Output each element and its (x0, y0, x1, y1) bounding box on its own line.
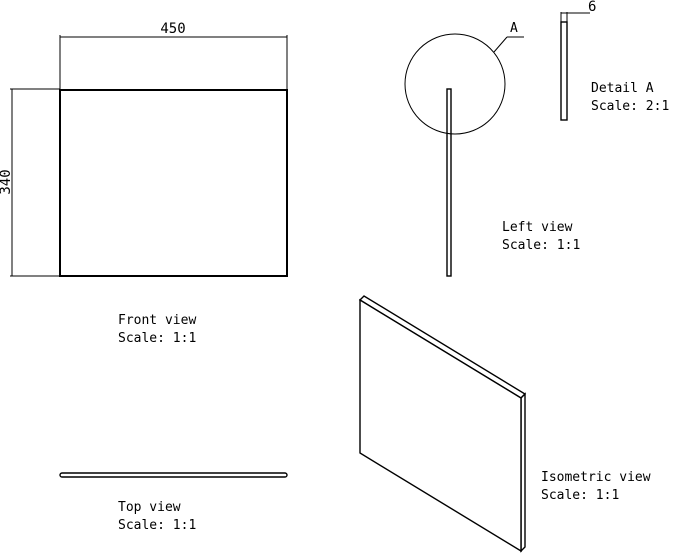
top-view: Top view Scale: 1:1 (59, 472, 288, 533)
isometric-view: Isometric view Scale: 1:1 (358, 295, 651, 553)
front-view: 450 340 Front view Scale: 1:1 (0, 21, 288, 346)
front-view-height-dimension: 340 (0, 88, 60, 277)
top-view-title: Top view (118, 500, 181, 515)
front-view-width-value: 450 (160, 21, 185, 37)
front-view-scale: Scale: 1:1 (118, 331, 196, 346)
front-view-height-value: 340 (0, 169, 14, 194)
isometric-view-title: Isometric view (541, 470, 651, 485)
left-view-plate-edge (446, 88, 452, 277)
top-view-scale: Scale: 1:1 (118, 518, 196, 533)
detail-a-thickness-value: 6 (588, 0, 596, 15)
detail-a-plate-section (560, 21, 568, 121)
isometric-front-face (359, 298, 522, 553)
detail-a-view: 6 Detail A Scale: 2:1 (560, 0, 669, 121)
front-view-plate-outline (59, 89, 288, 277)
front-view-title: Front view (118, 313, 196, 328)
top-view-plate-edge (59, 472, 288, 478)
left-view-title: Left view (502, 220, 573, 235)
front-view-width-dimension: 450 (59, 21, 288, 90)
detail-a-title: Detail A (591, 81, 654, 96)
detail-callout-leader (493, 36, 508, 53)
isometric-view-scale: Scale: 1:1 (541, 488, 619, 503)
detail-a-scale: Scale: 2:1 (591, 99, 669, 114)
detail-callout-letter: A (510, 21, 518, 36)
detail-a-circle (404, 33, 506, 135)
left-view-scale: Scale: 1:1 (502, 238, 580, 253)
left-view: A Left view Scale: 1:1 (404, 21, 580, 277)
